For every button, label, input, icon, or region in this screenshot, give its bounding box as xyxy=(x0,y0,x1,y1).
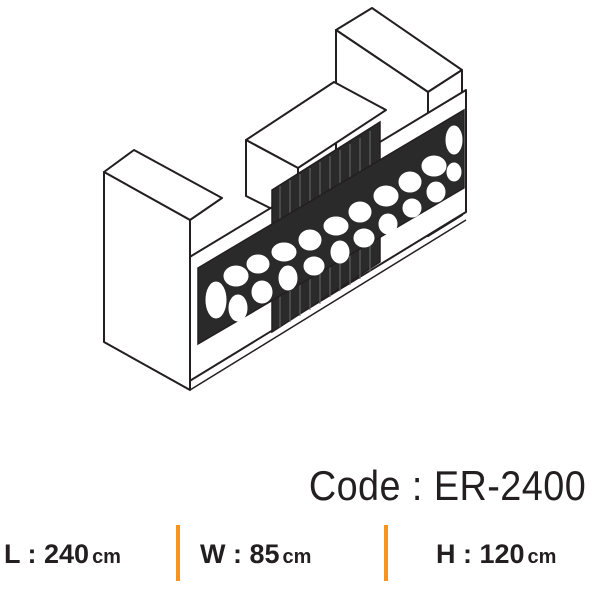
product-code: Code : ER-2400 xyxy=(308,462,586,509)
reception-desk-illustration xyxy=(103,7,467,391)
height-unit: cm xyxy=(527,546,557,568)
dimension-separator xyxy=(176,525,180,581)
length-unit: cm xyxy=(92,546,121,568)
pebble-pattern-panel xyxy=(197,108,465,346)
dimension-separator xyxy=(384,525,388,581)
width-unit: cm xyxy=(282,546,312,568)
width-value: W : 85 xyxy=(200,539,280,569)
height-value: H : 120 xyxy=(436,539,525,569)
length-value: L : 240 xyxy=(4,539,90,569)
